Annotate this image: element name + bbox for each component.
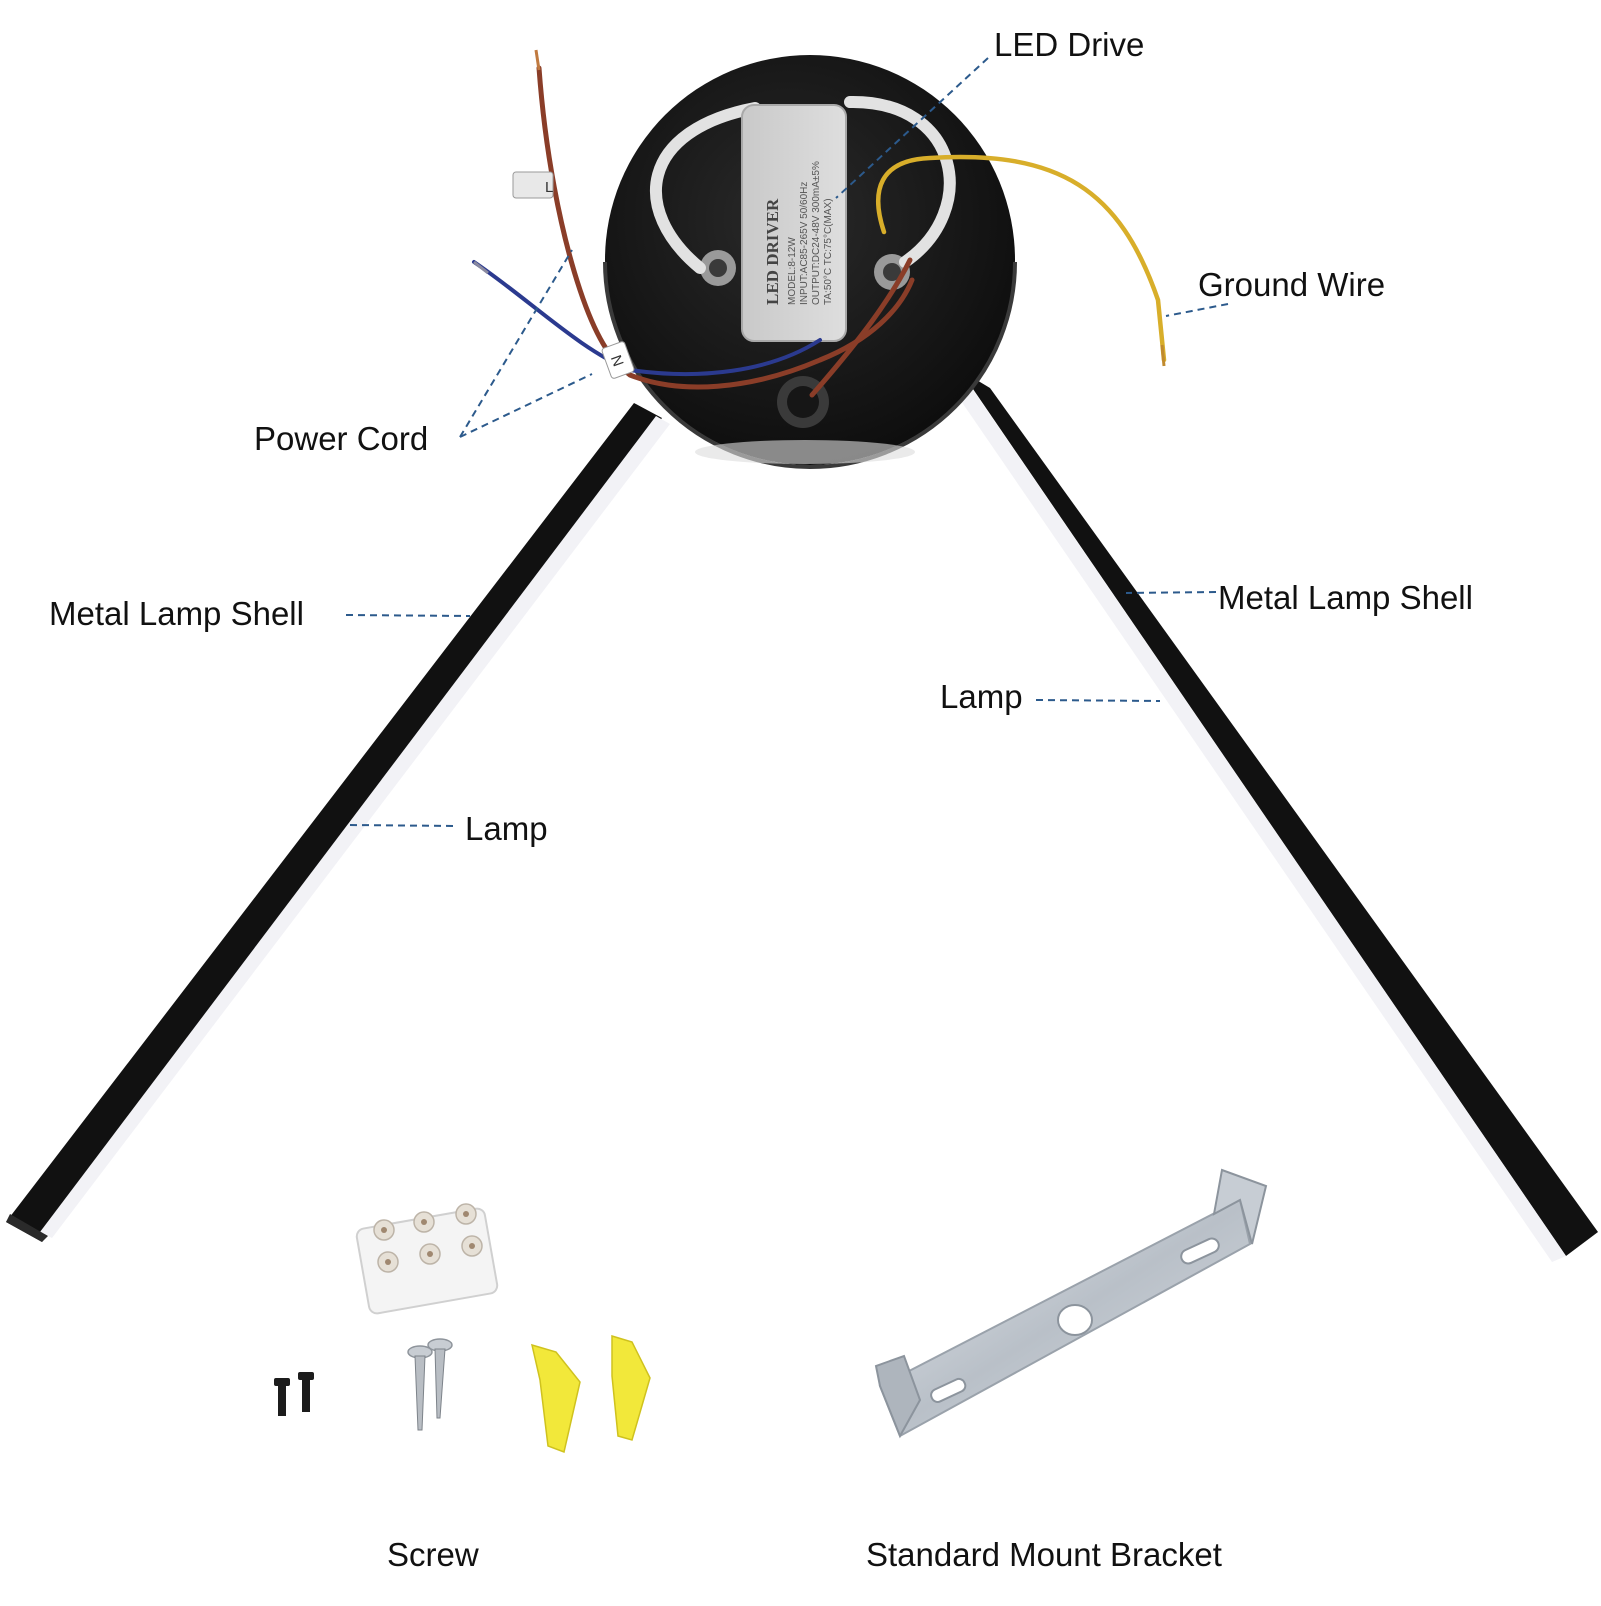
right-lamp-diffuser — [948, 374, 1566, 1262]
label-lamp-left: Lamp — [465, 810, 548, 847]
right-metal-lamp-shell — [960, 370, 1598, 1256]
neutral-wire-tag: N — [601, 341, 635, 379]
left-lamp-end-cap — [6, 1214, 48, 1242]
leader-power-cord-lower — [459, 373, 593, 438]
wall-anchors — [530, 1334, 651, 1454]
label-screw: Screw — [387, 1536, 479, 1573]
mount-bracket — [874, 1168, 1268, 1439]
driver-input: INPUT:AC85-265V 50/60Hz — [799, 182, 810, 305]
driver-output: OUTPUT:DC24-48V 300mA±5% — [811, 161, 822, 305]
label-ground-wire: Ground Wire — [1198, 266, 1386, 303]
leader-lines — [345, 57, 1229, 827]
black-screws — [274, 1372, 314, 1416]
led-driver-box: LED DRIVER MODEL:8-12W INPUT:AC85-265V 5… — [741, 104, 847, 342]
label-lamp-right: Lamp — [940, 678, 1023, 715]
label-metal-lamp-shell-right: Metal Lamp Shell — [1218, 579, 1473, 616]
live-wire-tag: L — [512, 171, 554, 199]
label-led-drive: LED Drive — [994, 26, 1145, 63]
driver-temp: TA:50°C TC:75°C(MAX) — [823, 198, 834, 305]
terminal-block — [355, 1203, 499, 1315]
leader-power-cord-upper — [459, 249, 573, 438]
right-lamp-arm — [948, 370, 1598, 1262]
leader-led-drive — [835, 57, 989, 199]
leader-lamp-left — [349, 824, 457, 827]
driver-model: MODEL:8-12W — [787, 237, 798, 305]
left-lamp-arm — [6, 403, 670, 1242]
silver-screws — [407, 1338, 453, 1431]
leader-lamp-right — [1035, 699, 1161, 702]
power-cord-live-wire — [536, 65, 915, 390]
leader-metal-shell-left — [345, 614, 471, 617]
leader-metal-shell-right — [1125, 591, 1217, 594]
driver-title: LED DRIVER — [763, 198, 782, 305]
left-lamp-diffuser — [40, 416, 670, 1238]
ground-wire — [876, 154, 1167, 363]
label-standard-mount-bracket: Standard Mount Bracket — [866, 1536, 1222, 1573]
left-metal-lamp-shell — [6, 403, 662, 1242]
label-power-cord: Power Cord — [254, 420, 429, 457]
bracket-center-hole — [1057, 1304, 1093, 1336]
leader-ground-wire — [1165, 303, 1229, 317]
live-wire-tag-text: L — [545, 179, 553, 196]
label-metal-lamp-shell-left: Metal Lamp Shell — [49, 595, 304, 632]
